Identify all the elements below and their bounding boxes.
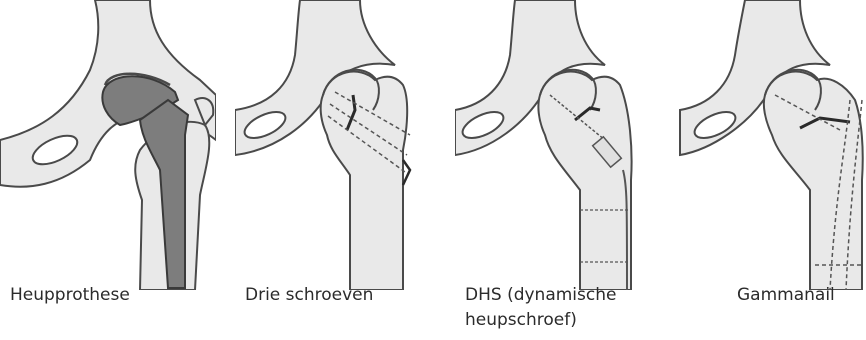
caption-heupprothese: Heupprothese xyxy=(10,283,130,308)
panel-drie-schroeven: Drie schroeven xyxy=(235,0,451,340)
caption-gammanail: Gammanail xyxy=(737,283,835,308)
dhs-illustration xyxy=(455,0,671,290)
heupprothese-illustration xyxy=(0,0,216,290)
gammanail-illustration xyxy=(650,0,866,290)
femur-neck-head xyxy=(538,72,631,290)
drie-schroeven-illustration xyxy=(235,0,451,290)
panel-dhs: DHS (dynamische heupschroef) xyxy=(455,0,671,340)
lateral-cortex-crack xyxy=(403,160,410,185)
panel-gammanail: Gammanail xyxy=(650,0,866,340)
femur-neck-head xyxy=(321,72,408,290)
panel-heupprothese: Heupprothese xyxy=(0,0,216,340)
caption-dhs: DHS (dynamische heupschroef) xyxy=(465,283,616,333)
caption-drie-schroeven: Drie schroeven xyxy=(245,283,373,308)
